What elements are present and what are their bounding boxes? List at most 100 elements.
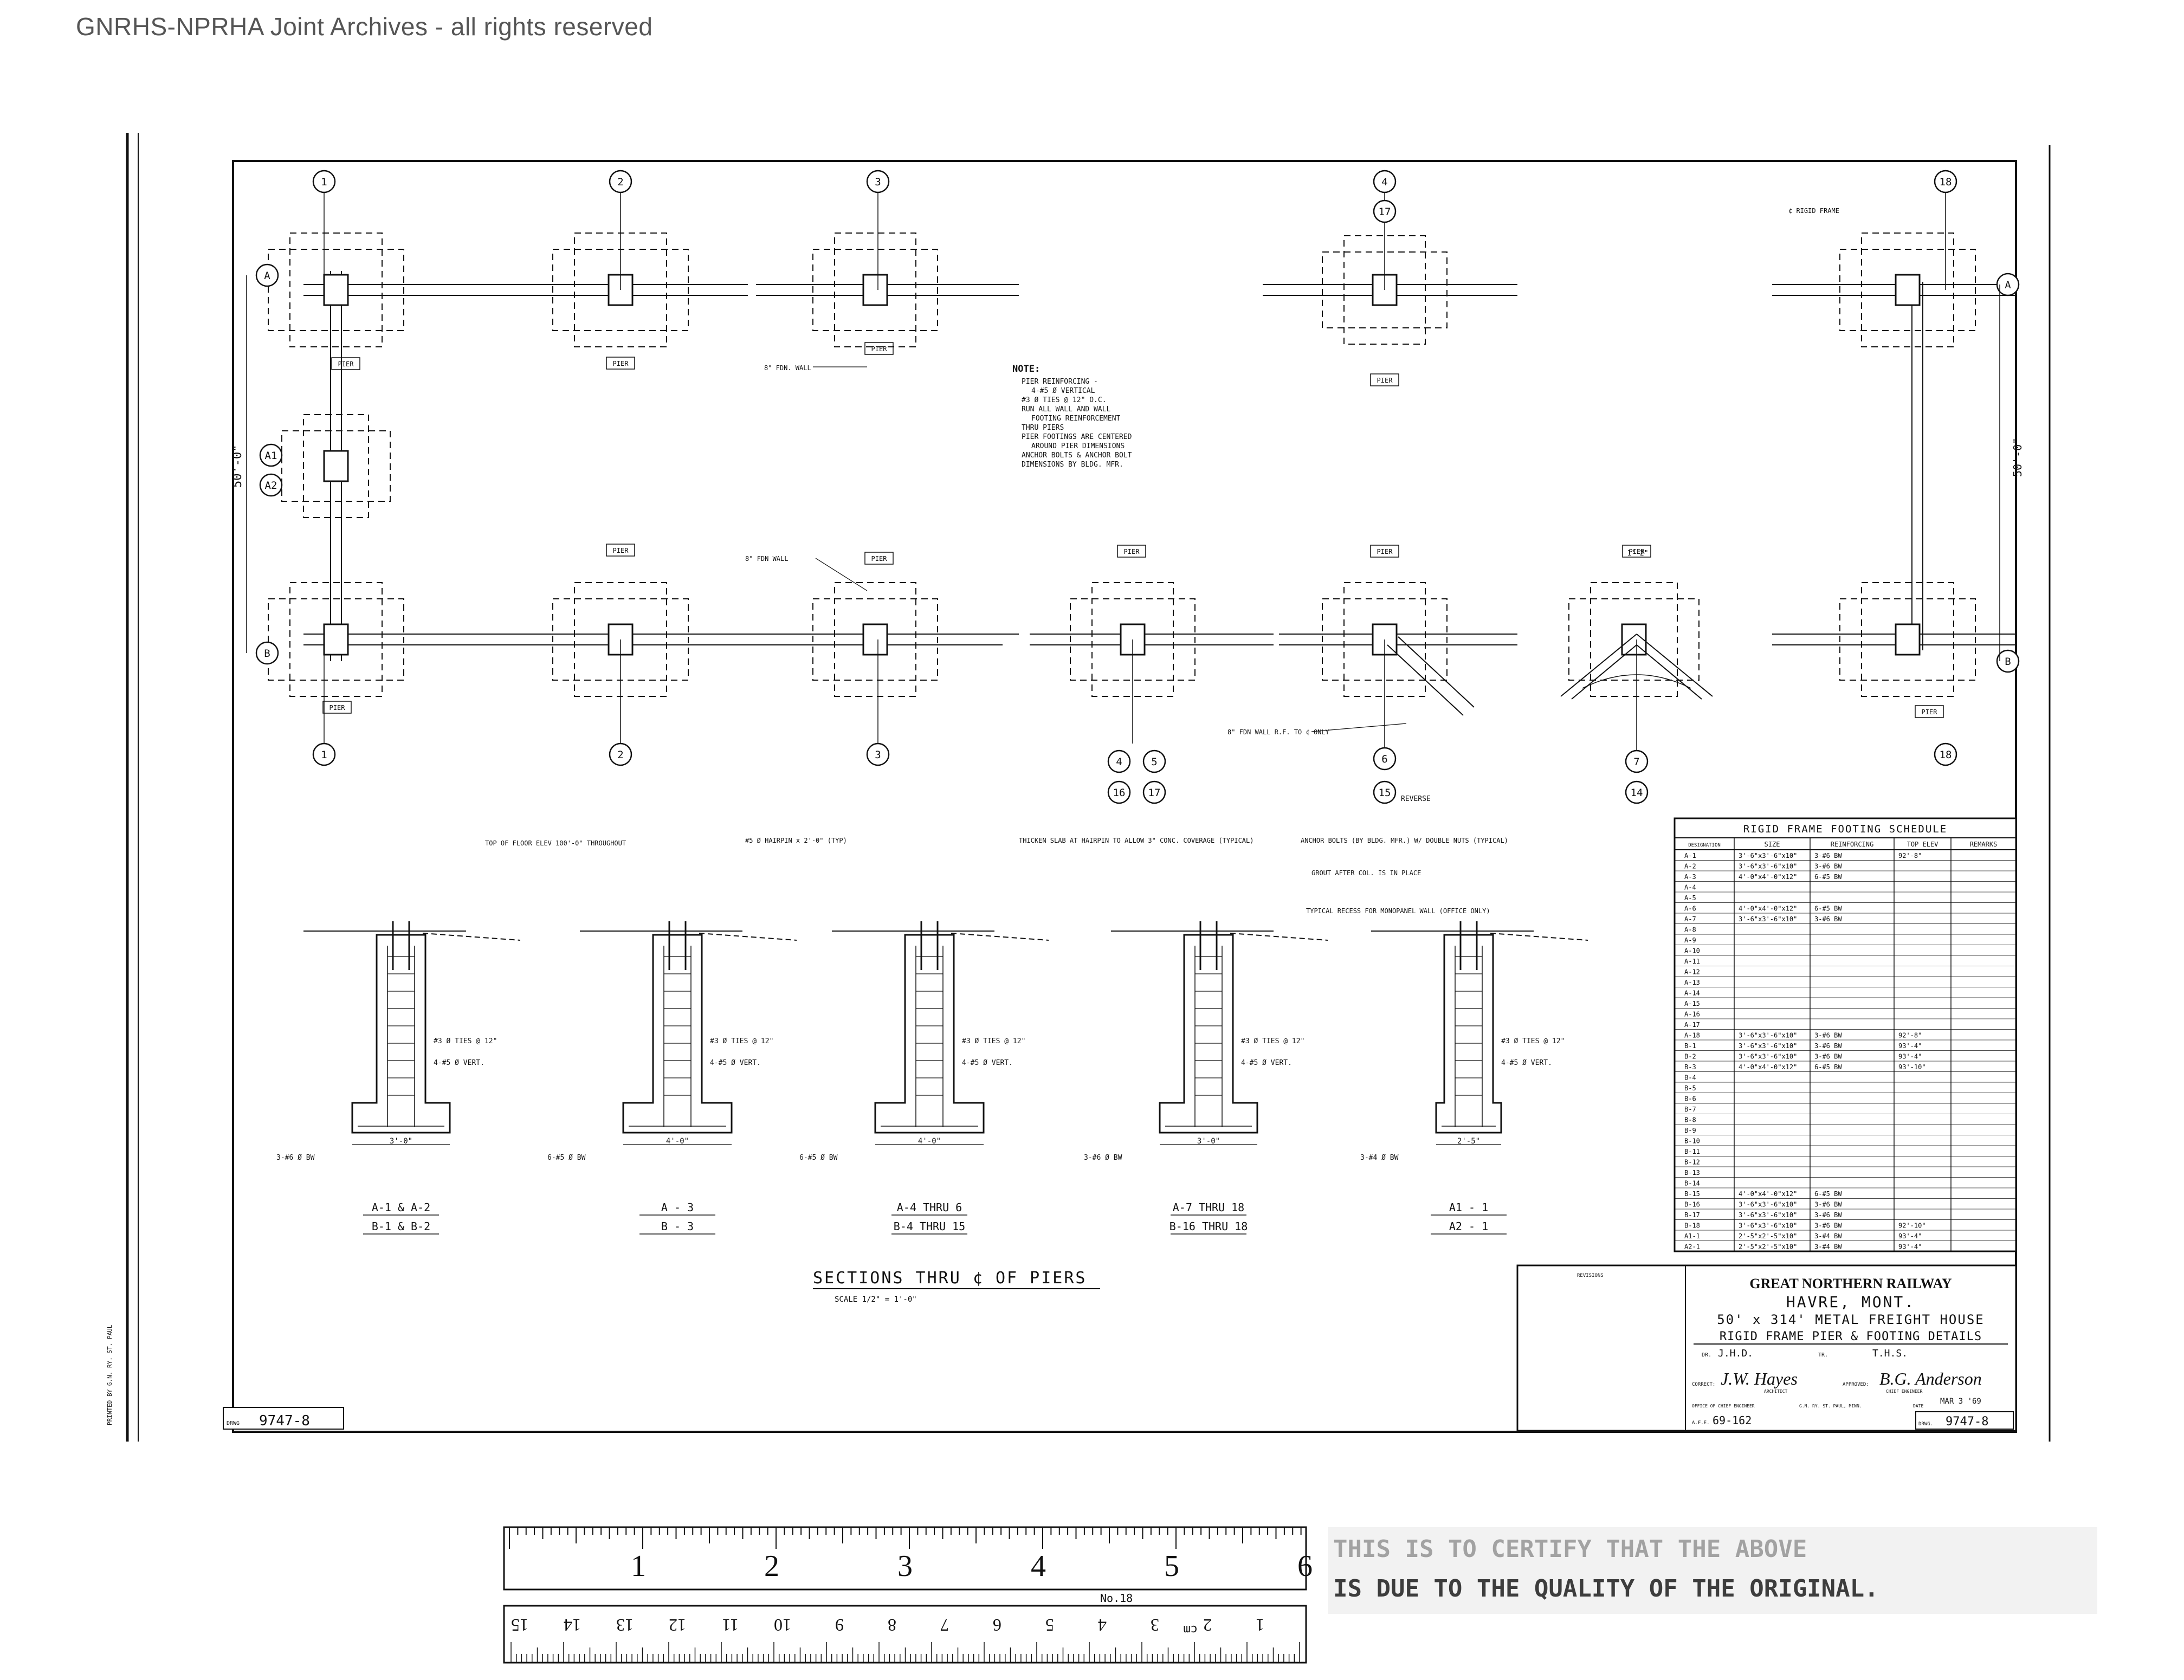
- schedule-cell: A2-1: [1684, 1243, 1700, 1251]
- svg-text:7: 7: [1633, 756, 1639, 768]
- note-line: ANCHOR BOLTS & ANCHOR BOLT: [1022, 451, 1132, 460]
- ruler-model: No.18: [1100, 1592, 1133, 1605]
- schedule-cell: 93'-4": [1898, 1042, 1922, 1050]
- schedule-cell: 92'-8": [1898, 852, 1922, 860]
- section-label-1: A-1 & A-2: [372, 1201, 430, 1214]
- svg-text:PIER: PIER: [1629, 548, 1645, 555]
- drawn-label: DR.: [1702, 1352, 1711, 1358]
- schedule-row: B-6: [1675, 1095, 2016, 1104]
- cm-label: 9: [835, 1616, 844, 1635]
- schedule-cell: 2'-5"x2'-5"x10": [1739, 1243, 1797, 1251]
- svg-text:17: 17: [1148, 787, 1161, 799]
- section-width: 2'-5": [1457, 1137, 1480, 1146]
- note-line: AROUND PIER DIMENSIONS: [1031, 442, 1125, 450]
- schedule-cell: A-10: [1684, 947, 1700, 955]
- drawing-number-left: 9747-8: [259, 1413, 310, 1429]
- grid-bubble-bottom-4-3: 4: [1107, 749, 1131, 773]
- schedule-cell: 3-#4 BW: [1814, 1232, 1842, 1240]
- section-label-1: A-7 THRU 18: [1173, 1201, 1244, 1214]
- section-callout-1: TOP OF FLOOR ELEV 100'-0" THROUGHOUT: [485, 839, 626, 847]
- grid-bubble-top-17: 17: [1373, 199, 1397, 223]
- pier-label: PIER: [1915, 705, 1944, 718]
- note-line: DIMENSIONS BY BLDG. MFR.: [1022, 461, 1123, 469]
- schedule-cell: 93'-4": [1898, 1232, 1922, 1240]
- section-bw: 6-#5 Ø BW: [547, 1154, 586, 1162]
- leader-line: [815, 558, 868, 591]
- note-line: THRU PIERS: [1022, 424, 1064, 432]
- svg-text:PIER: PIER: [1124, 548, 1140, 555]
- note-line: RUN ALL WALL AND WALL: [1022, 405, 1111, 413]
- footing-line-b-7: [1839, 582, 1976, 697]
- pier-section-2: 4'-0"#3 Ø TIES @ 12"4-#5 Ø VERT.6-#5 Ø B…: [547, 921, 797, 1235]
- grid-bubble-top-3: 3: [866, 170, 890, 193]
- schedule-cell: B-18: [1684, 1222, 1700, 1230]
- certification-stamp: THIS IS TO CERTIFY THAT THE ABOVE IS DUE…: [1328, 1527, 2097, 1614]
- schedule-cell: 4'-0"x4'-0"x12": [1739, 1190, 1797, 1198]
- side-vertical-text: PRINTED BY G.N. RY. ST. PAUL: [106, 1324, 113, 1425]
- drawing-border: [232, 160, 2017, 1433]
- schedule-col-header: DESIGNATION: [1688, 843, 1721, 848]
- schedule-row: A-10: [1675, 947, 2016, 956]
- pier-label: PIER: [1622, 545, 1651, 558]
- note-line: PIER REINFORCING -: [1022, 378, 1098, 386]
- section-vert: 4-#5 Ø VERT.: [434, 1059, 484, 1067]
- revisions-label: REVISIONS: [1577, 1273, 1604, 1278]
- footing-line-b-1: [268, 582, 404, 697]
- schedule-col-header: REINFORCING: [1831, 841, 1873, 848]
- schedule-cell: A-3: [1684, 873, 1696, 881]
- schedule-cell: 92'-8": [1898, 1032, 1922, 1039]
- schedule-cell: 6-#5 BW: [1814, 1063, 1842, 1071]
- svg-text:6: 6: [1381, 753, 1387, 765]
- schedule-cell: 3-#6 BW: [1814, 863, 1842, 870]
- footing-line-b-3: [812, 582, 938, 697]
- skew-wall: [1636, 644, 1702, 700]
- schedule-cell: 6-#5 BW: [1814, 1190, 1842, 1198]
- svg-text:PIER: PIER: [329, 704, 346, 712]
- schedule-cell: 92'-10": [1898, 1222, 1926, 1230]
- schedule-cell: B-7: [1684, 1106, 1696, 1113]
- svg-text:4: 4: [1116, 756, 1122, 768]
- archive-watermark: GNRHS-NPRHA Joint Archives - all rights …: [76, 12, 653, 41]
- grid-bubble-bottom-15-8: 15: [1373, 780, 1397, 804]
- footing-line-a-1: [268, 232, 404, 347]
- section-ties: #3 Ø TIES @ 12": [1501, 1037, 1565, 1045]
- svg-text:18: 18: [1940, 176, 1952, 188]
- overall-dimension-right: 50'-0": [2011, 438, 2024, 477]
- schedule-cell: 3'-6"x3'-6"x10": [1739, 1053, 1797, 1061]
- schedule-row: A-17: [1675, 1021, 2016, 1030]
- svg-text:2: 2: [617, 176, 623, 188]
- traced-value: T.H.S.: [1872, 1348, 1908, 1359]
- svg-text:PIER: PIER: [1377, 548, 1393, 555]
- section-vert: 4-#5 Ø VERT.: [1501, 1059, 1552, 1067]
- pier-label: PIER: [864, 552, 894, 565]
- skew-angle-arc: [1582, 674, 1691, 689]
- cm-label: 6: [993, 1616, 1001, 1635]
- section-callout-6: TYPICAL RECESS FOR MONOPANEL WALL (OFFIC…: [1306, 907, 1490, 915]
- svg-text:5: 5: [1151, 756, 1157, 768]
- engineer-signature: B.G. Anderson: [1879, 1369, 1982, 1388]
- svg-text:17: 17: [1379, 206, 1391, 218]
- section-label-1: A-4 THRU 6: [897, 1201, 962, 1214]
- schedule-cell: B-5: [1684, 1084, 1696, 1092]
- drawn-value: J.H.D.: [1718, 1348, 1753, 1359]
- schedule-cell: B-9: [1684, 1127, 1696, 1134]
- schedule-row: B-5: [1675, 1084, 2016, 1093]
- inch-label: 3: [897, 1549, 913, 1583]
- traced-label: TR.: [1818, 1352, 1828, 1358]
- notes-block: NOTE: PIER REINFORCING -4-#5 Ø VERTICAL#…: [1012, 364, 1132, 469]
- section-callout-5: GROUT AFTER COL. IS IN PLACE: [1311, 869, 1421, 877]
- pier-label: PIER: [1370, 373, 1399, 386]
- cm-label: 3: [1151, 1616, 1159, 1635]
- schedule-row: A-8: [1675, 926, 2016, 935]
- inch-label: 6: [1297, 1549, 1313, 1583]
- schedule-col-header: TOP ELEV: [1907, 841, 1939, 848]
- svg-text:16: 16: [1113, 787, 1126, 799]
- drwg-label-left: DRWG: [227, 1420, 240, 1426]
- sections-scale: SCALE 1/2" = 1'-0": [835, 1295, 917, 1304]
